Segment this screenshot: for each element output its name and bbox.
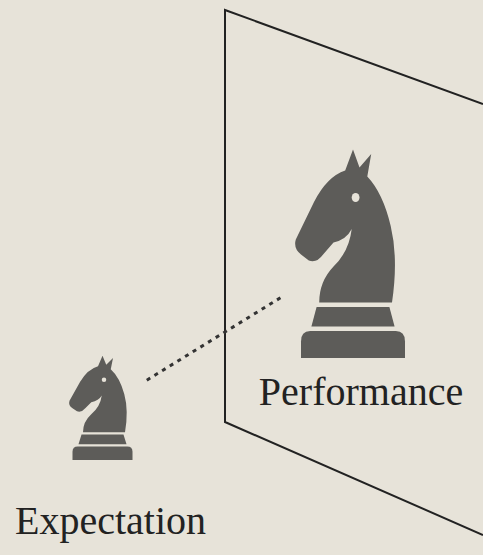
knight-shape [79,435,127,445]
figure-label: Performance [259,368,463,416]
figure-label: Expectation [15,497,206,545]
knight-shape [311,307,394,327]
knight-figure: Expectation [65,355,140,460]
knight-eye [102,378,107,383]
knight-shape [73,447,133,461]
knight-shape [295,150,395,303]
dotted-connector [147,297,281,380]
plane-outline [225,10,483,535]
knight-icon [65,355,140,460]
knight-icon [288,148,418,358]
knight-eye [352,193,360,202]
knight-figure: Performance [288,148,418,358]
knight-shape [69,356,127,433]
knight-shape [301,331,405,358]
